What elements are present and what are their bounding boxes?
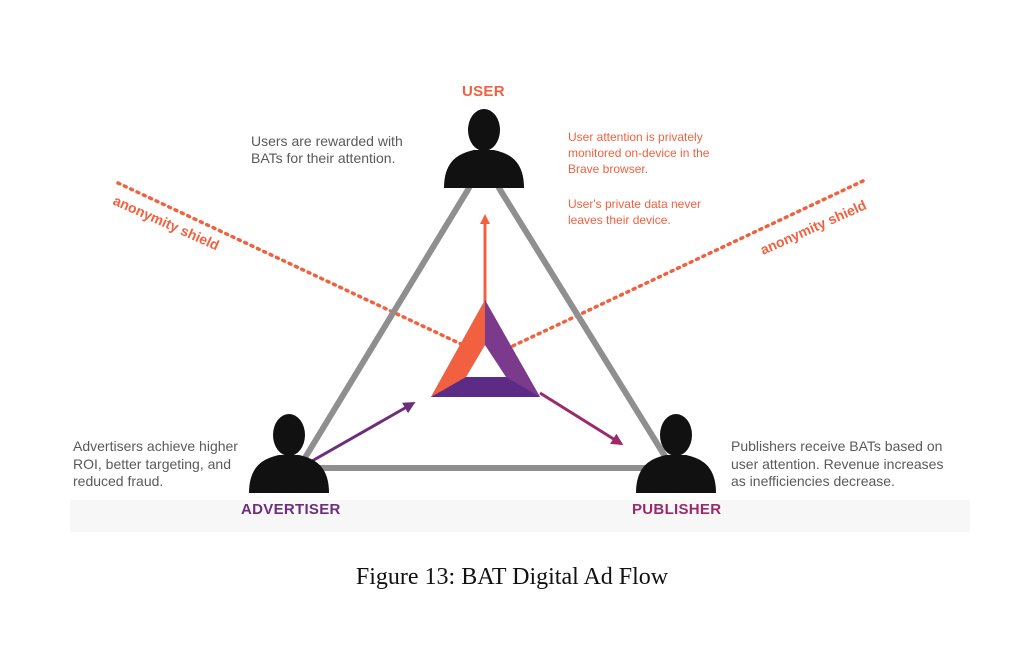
publisher-note: Publishers receive BATs based on user at… (731, 438, 944, 489)
advertiser-label: ADVERTISER (241, 501, 341, 518)
user-privacy-note-2: User's private data never leaves their d… (568, 197, 702, 227)
user-reward-note: Users are rewarded with BATs for their a… (251, 133, 403, 166)
arrow-from-advertiser (311, 402, 416, 463)
diagram-backdrop (70, 500, 970, 532)
publisher-label: PUBLISHER (632, 501, 722, 518)
figure-caption: Figure 13: BAT Digital Ad Flow (355, 564, 669, 590)
arrow-to-publisher (539, 391, 624, 446)
user-label: USER (462, 83, 505, 100)
edge-user-advertiser (297, 185, 472, 469)
person-icon (249, 414, 329, 493)
shield-label-left: anonymity shield (111, 192, 222, 253)
publisher-avatar (636, 414, 716, 493)
user-avatar (444, 109, 524, 188)
user-privacy-note-1: User attention is privately monitored on… (568, 130, 710, 176)
outer-triangle (297, 185, 674, 471)
person-icon (444, 109, 524, 188)
advertiser-avatar (249, 414, 329, 493)
edge-user-publisher (496, 185, 674, 469)
advertiser-note: Advertisers achieve higher ROI, better t… (73, 438, 238, 489)
person-icon (636, 414, 716, 493)
shield-line-right (498, 179, 865, 354)
bat-logo-icon (431, 300, 540, 397)
shield-line-left (116, 181, 480, 354)
